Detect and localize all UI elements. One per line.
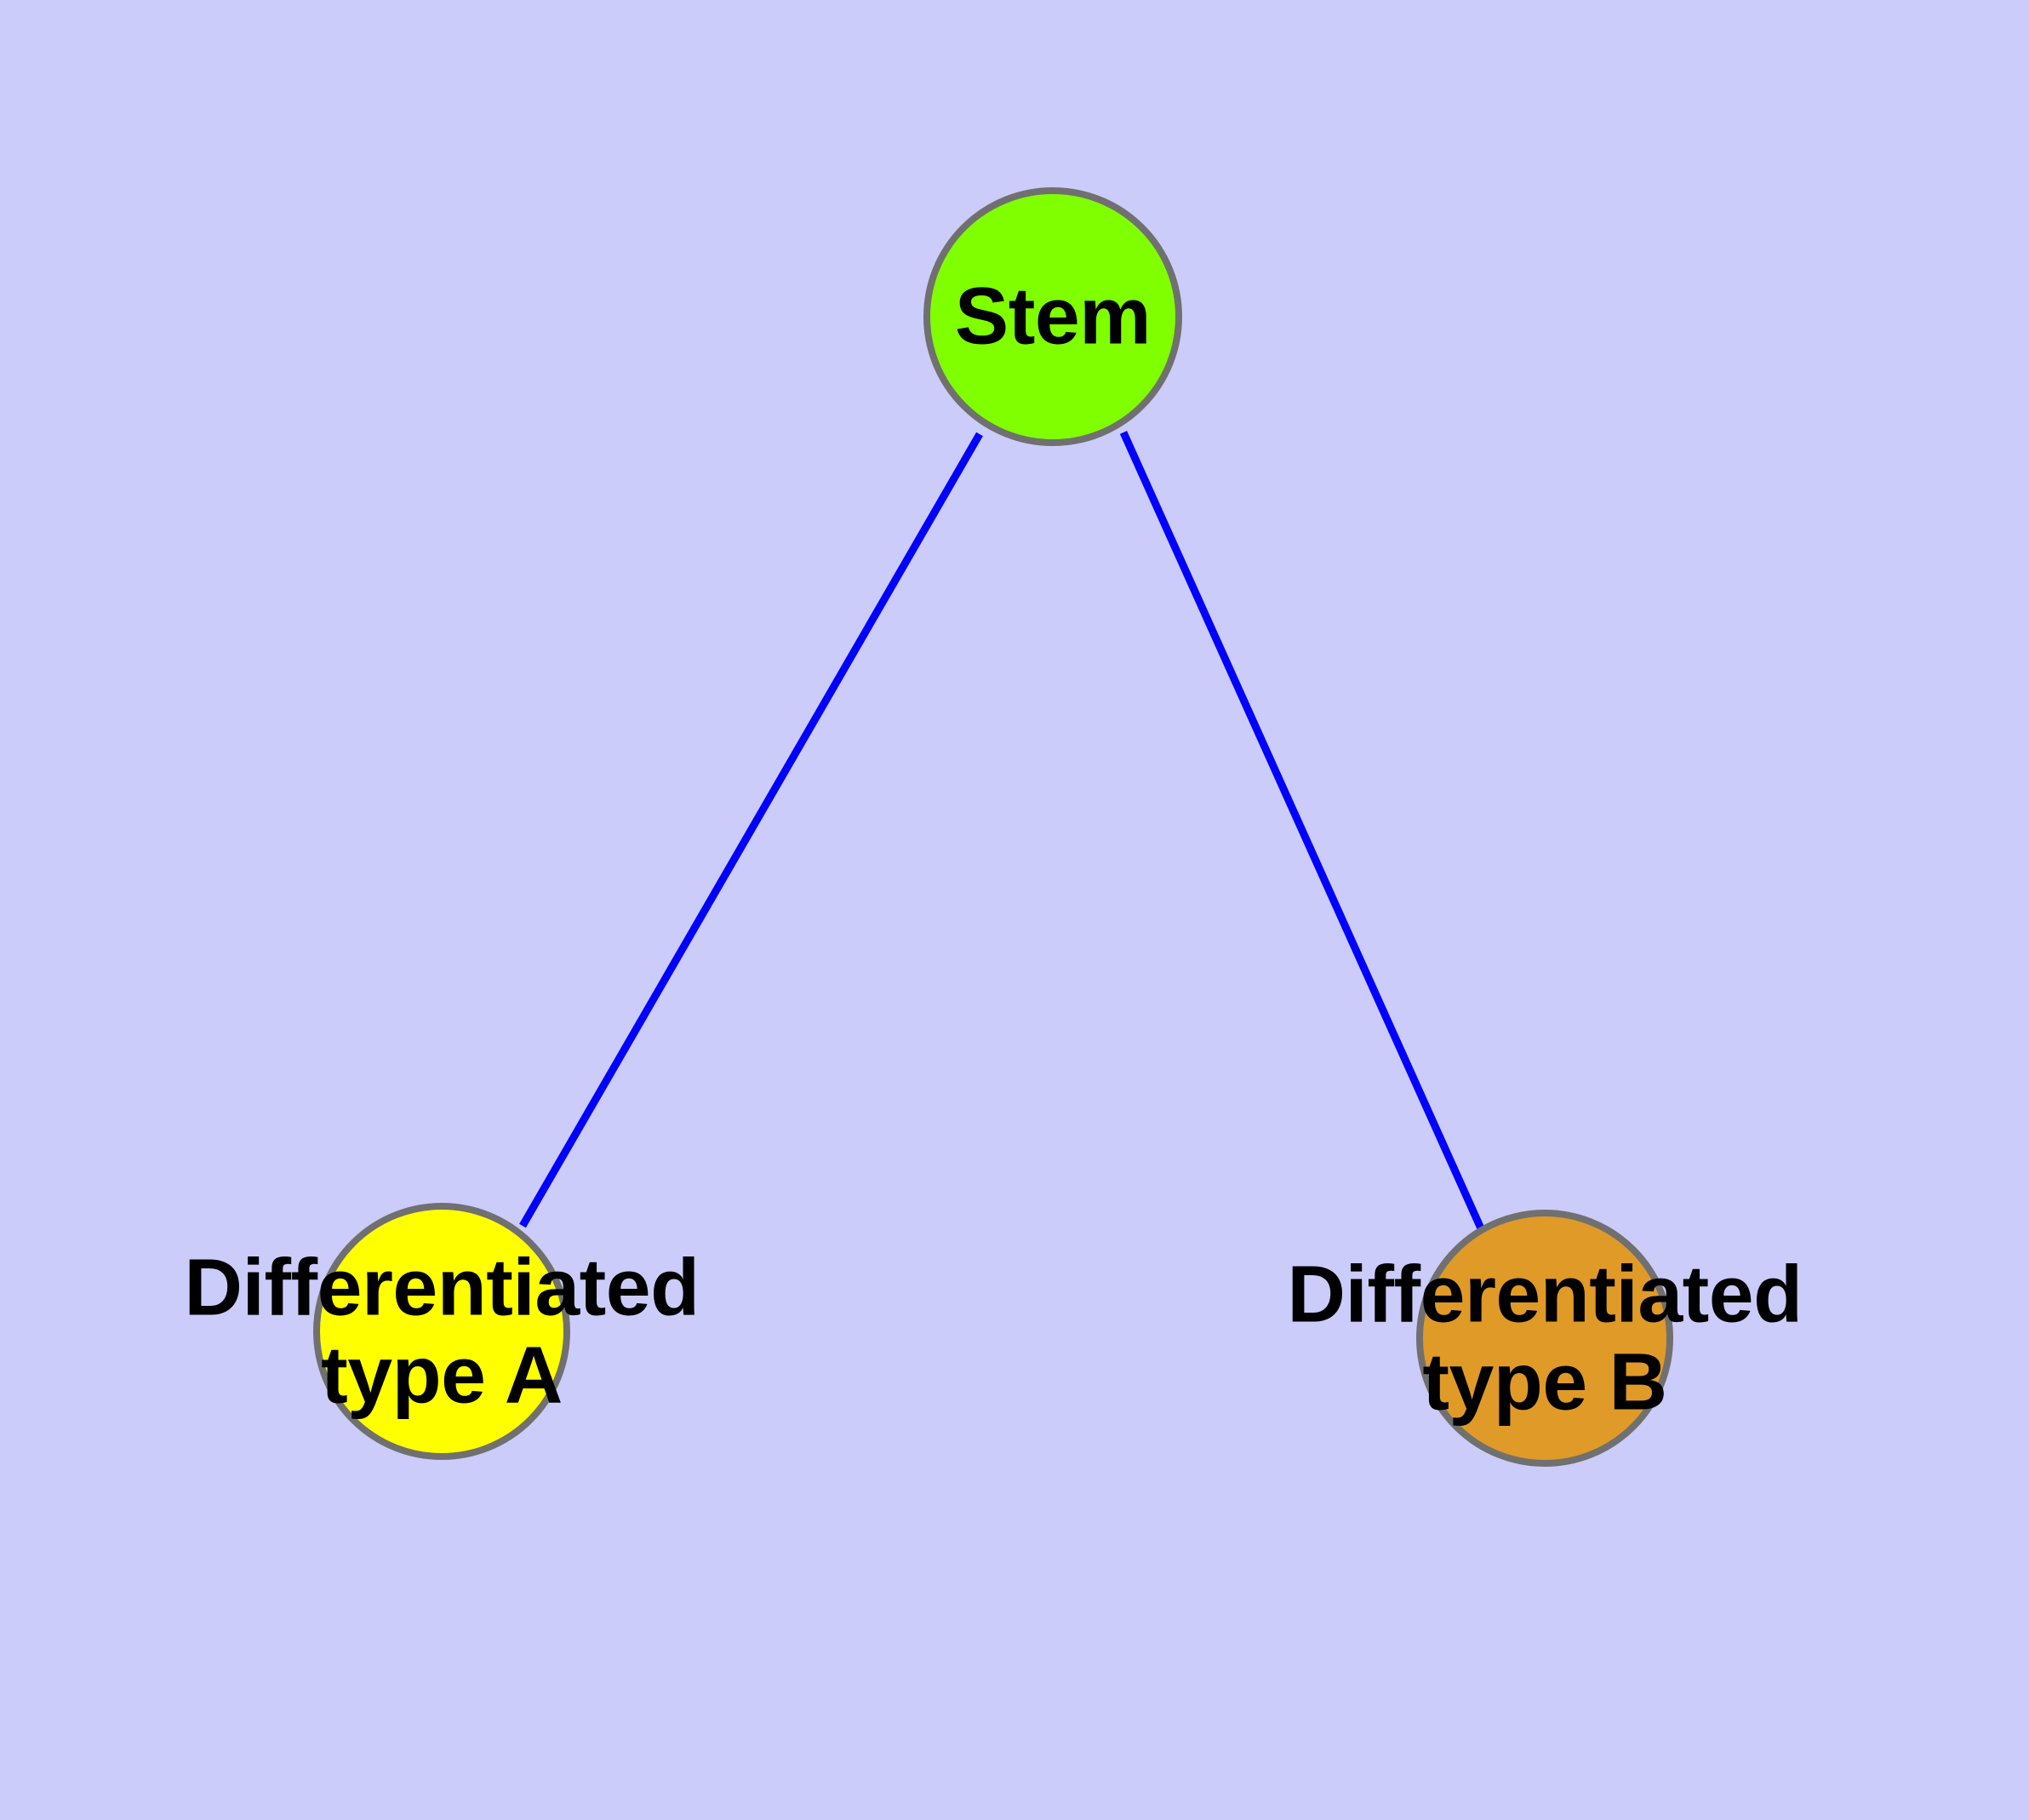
graph-edge-stem-to-diff-b[interactable] [1119,431,1485,1230]
graph-node-stem[interactable] [923,187,1182,446]
graph-node-diff_a[interactable] [313,1203,570,1460]
edge-layer [519,431,1485,1230]
graph-node-diff_b[interactable] [1416,1210,1673,1467]
node-layer [313,187,1673,1467]
graph-edge-stem-to-diff-a[interactable] [519,432,983,1228]
